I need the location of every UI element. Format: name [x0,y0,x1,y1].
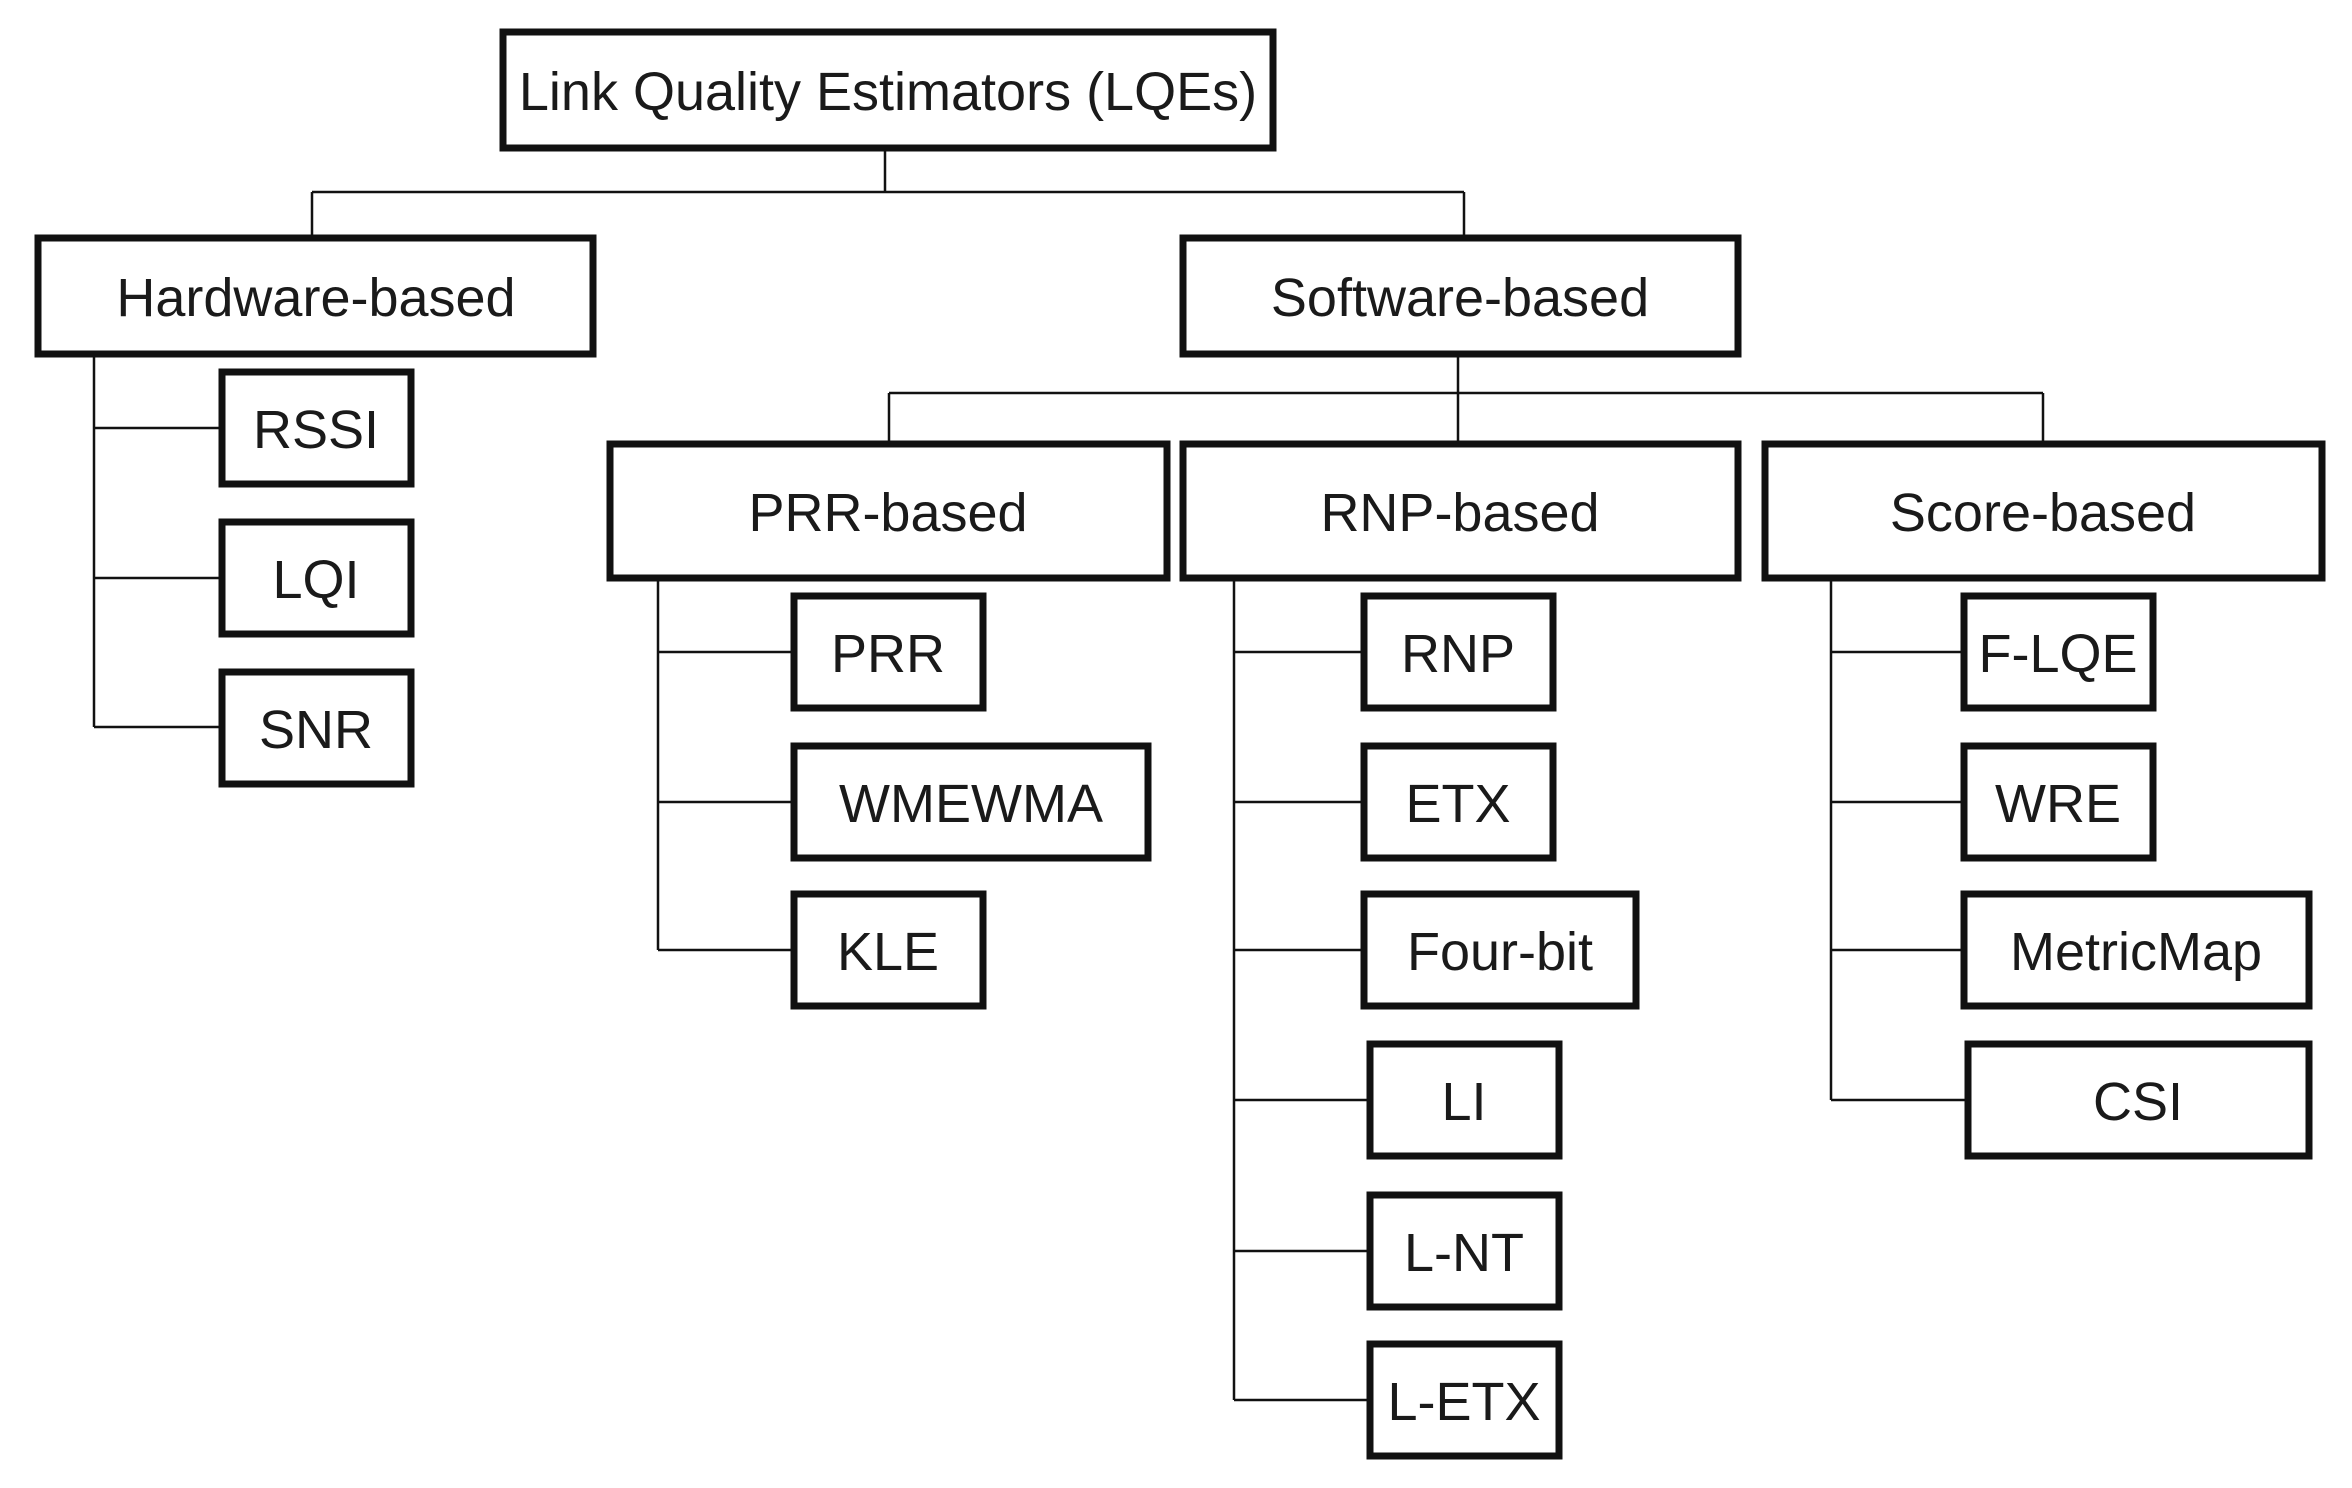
leaf-metricmap: MetricMap [1960,890,2313,1010]
score-based-node: Score-based [1761,440,2326,582]
leaf-wre: WRE [1960,742,2157,862]
leaf-l-etx: L-ETX [1366,1340,1563,1460]
leaf-four-bit-label: Four-bit [1407,922,1593,982]
leaf-kle-label: KLE [837,922,939,982]
leaf-prr-label: PRR [831,624,945,684]
connector-software [887,354,2045,444]
leaf-wmewma-label: WMEWMA [839,774,1103,834]
prr-based-label: PRR-based [748,483,1027,543]
leaf-wre-label: WRE [1995,774,2121,834]
leaf-metricmap-label: MetricMap [2010,922,2262,982]
leaf-snr-label: SNR [259,700,373,760]
rnp-based-node: RNP-based [1179,440,1742,582]
software-based-node: Software-based [1179,234,1742,358]
connector-rnp [1232,578,1370,1402]
leaf-f-lqe: F-LQE [1960,592,2157,712]
leaf-rnp-label: RNP [1401,624,1515,684]
connectors [92,148,2045,1402]
leaf-prr: PRR [790,592,987,712]
leaf-four-bit: Four-bit [1360,890,1640,1010]
leaf-li-label: LI [1441,1072,1486,1132]
leaf-f-lqe-label: F-LQE [1978,624,2137,684]
hardware-based-node: Hardware-based [34,234,597,358]
prr-based-node: PRR-based [606,440,1171,582]
leaf-l-etx-label: L-ETX [1387,1372,1540,1432]
leaf-rnp: RNP [1360,592,1557,712]
score-based-label: Score-based [1890,483,2196,543]
leaf-l-nt-label: L-NT [1404,1223,1524,1283]
leaf-csi: CSI [1964,1040,2313,1160]
leaf-etx-label: ETX [1405,774,1510,834]
hardware-based-label: Hardware-based [116,268,515,328]
connector-hardware [92,354,222,729]
leaf-li: LI [1366,1040,1563,1160]
connector-prr [656,578,794,952]
connector-score [1829,578,1968,1102]
leaf-snr: SNR [218,668,415,788]
rnp-based-label: RNP-based [1320,483,1599,543]
leaf-rssi-label: RSSI [253,400,379,460]
root-node: Link Quality Estimators (LQEs) [499,28,1277,152]
leaf-kle: KLE [790,890,987,1010]
leaf-lqi: LQI [218,518,415,638]
connector-root [310,148,1466,238]
leaf-wmewma: WMEWMA [790,742,1152,862]
leaf-lqi-label: LQI [272,550,359,610]
leaf-rssi: RSSI [218,368,415,488]
leaf-csi-label: CSI [2093,1072,2183,1132]
root-label: Link Quality Estimators (LQEs) [519,62,1257,122]
leaf-l-nt: L-NT [1366,1191,1563,1311]
leaf-etx: ETX [1360,742,1557,862]
software-based-label: Software-based [1271,268,1649,328]
